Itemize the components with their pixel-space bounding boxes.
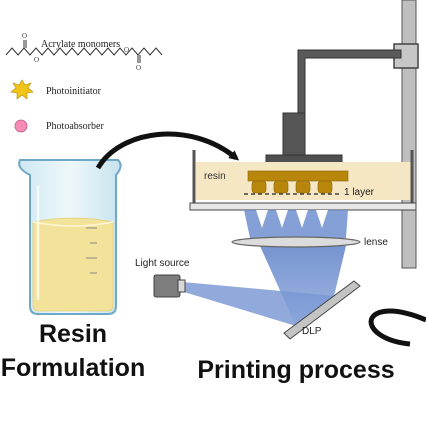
resin-label: resin	[204, 171, 226, 182]
monomer-oxygen-2: O	[34, 56, 39, 64]
pixel-spots	[256, 210, 328, 228]
resin-caption-line2: Formulation	[1, 354, 145, 382]
light-source-label: Light source	[135, 258, 190, 269]
stand-pole	[401, 0, 417, 269]
stand-arm	[297, 49, 402, 115]
beaker-liquid-surface	[32, 221, 114, 227]
photoabsorber-icon	[14, 119, 28, 133]
dlp-label: DLP	[302, 326, 322, 337]
beaker	[18, 159, 122, 315]
photoabsorber-label: Photoabsorber	[46, 121, 104, 132]
photoinitiator-label: Photoinitiator	[46, 86, 102, 97]
layer-label: 1 layer	[344, 187, 375, 198]
monomer-label: Acrylate monomers	[41, 39, 120, 50]
printed-part	[247, 170, 349, 194]
dlp-mirror	[283, 280, 361, 340]
lens-label: lense	[364, 237, 388, 248]
monomer-oxygen-4: O	[136, 64, 141, 72]
lens	[231, 236, 361, 248]
beaker-graduation-marks	[86, 227, 97, 274]
monomer-structure-icon	[5, 40, 163, 63]
monomer-oxygen-1: O	[22, 32, 27, 40]
beaker-to-vat-arrow	[95, 131, 240, 170]
monomer-oxygen-3: O	[124, 46, 129, 54]
light-source	[153, 274, 186, 298]
printing-process-caption: Printing process	[197, 356, 394, 384]
beaker-resin-liquid	[32, 217, 114, 312]
vat-bottom	[189, 202, 417, 211]
photoinitiator-icon	[10, 79, 34, 100]
build-platform-holder	[282, 112, 306, 158]
return-arrow	[368, 308, 426, 347]
mirror-to-lens-beam	[260, 246, 346, 326]
resin-caption-line1: Resin	[39, 320, 107, 348]
